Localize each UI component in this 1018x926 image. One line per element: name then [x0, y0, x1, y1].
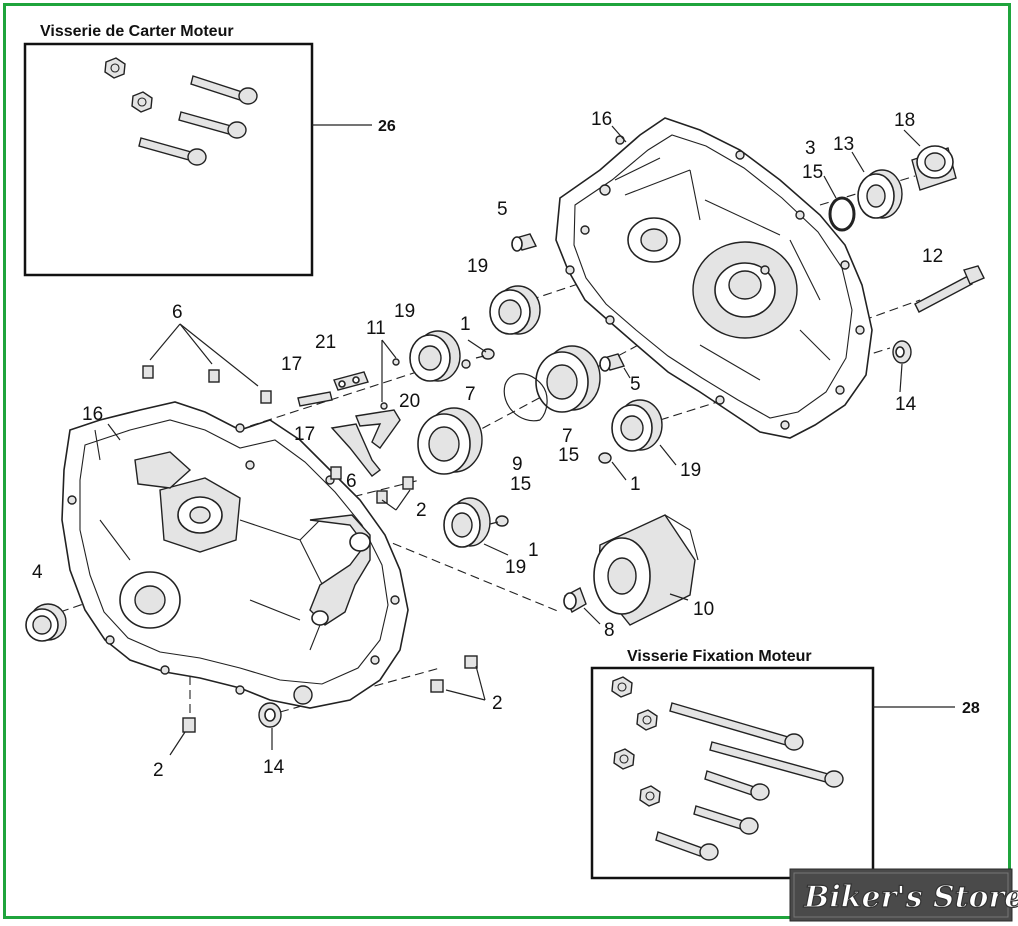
label-1-top: 1 — [460, 314, 471, 335]
diagram-frame — [3, 3, 1011, 919]
label-1-right: 1 — [630, 474, 641, 495]
label-7-right: 7 — [562, 426, 573, 447]
bearing — [489, 285, 541, 335]
hardware-box-fixation: Visserie Fixation Moteur 28 — [590, 648, 980, 880]
label-8: 8 — [604, 620, 615, 641]
label-15-bottom: 15 — [510, 474, 531, 495]
screw — [489, 515, 509, 527]
bearing — [611, 399, 663, 452]
screw — [461, 359, 471, 369]
dowel-pin — [511, 233, 538, 252]
label-17-bottom: 17 — [294, 424, 315, 445]
bolt-icon — [709, 741, 844, 788]
retaining-ring — [503, 373, 548, 422]
label-19-bottom: 19 — [505, 557, 526, 578]
dowel-pin — [430, 679, 444, 693]
leader-lines — [107, 125, 921, 756]
oil-pump-bracket — [330, 409, 401, 477]
nut-icon — [639, 785, 661, 807]
box-title-carter: Visserie de Carter Moteur — [40, 23, 234, 40]
label-7-left: 7 — [465, 384, 476, 405]
nut-icon — [611, 676, 633, 698]
part-labels: 16 3 13 18 15 5 12 19 6 21 11 19 1 17 20… — [32, 109, 943, 781]
label-2-bottom-left: 2 — [153, 760, 164, 781]
roller-bearing — [535, 345, 601, 413]
label-20: 20 — [399, 391, 420, 412]
washer — [892, 340, 912, 364]
long-bolt — [914, 265, 985, 313]
label-4: 4 — [32, 562, 43, 583]
label-14-right: 14 — [895, 394, 917, 415]
label-1-bottom: 1 — [528, 540, 539, 561]
label-15-middle: 15 — [558, 445, 579, 466]
label-19-left: 19 — [394, 301, 415, 322]
filter-nipple — [563, 587, 587, 613]
crankcase-right-half — [555, 117, 873, 439]
hardware-box-carter: Visserie de Carter Moteur 26 — [23, 23, 396, 277]
dowel-pin — [402, 476, 414, 490]
bushing — [911, 145, 957, 191]
label-13: 13 — [833, 134, 854, 155]
bolt-icon — [655, 831, 719, 861]
bolt-icon — [693, 805, 759, 835]
label-12: 12 — [922, 246, 943, 267]
screw — [380, 358, 400, 410]
crankcase-left-half — [61, 401, 409, 709]
label-19-top: 19 — [467, 256, 488, 277]
bolt-icon — [138, 137, 207, 166]
watermark-badge: Biker's Store — [789, 868, 1018, 922]
label-2-center: 2 — [416, 500, 427, 521]
label-11: 11 — [366, 318, 386, 339]
label-19-right: 19 — [680, 460, 701, 481]
screw — [475, 348, 495, 360]
label-5-middle: 5 — [630, 374, 641, 395]
label-15-top: 15 — [802, 162, 823, 183]
label-2-bottom-right: 2 — [492, 693, 503, 714]
bolt-icon — [669, 702, 804, 751]
dowel-pin — [376, 490, 388, 504]
washer — [258, 702, 282, 728]
pickup-tube — [297, 371, 369, 407]
bearing — [409, 330, 461, 382]
bolt-icon — [190, 75, 258, 105]
dowel-pin — [208, 369, 220, 383]
label-10: 10 — [693, 599, 714, 620]
label-18: 18 — [894, 110, 915, 131]
oil-seal — [857, 169, 903, 219]
screw — [598, 452, 612, 464]
box-ref-carter: 26 — [378, 118, 396, 135]
label-21: 21 — [315, 332, 336, 353]
dowel-pin — [599, 353, 626, 372]
nut-icon — [636, 709, 658, 731]
label-17-top: 17 — [281, 354, 302, 375]
label-6-top: 6 — [172, 302, 183, 323]
nut-icon — [131, 91, 153, 113]
dowel-pin — [260, 390, 272, 404]
bolt-icon — [178, 111, 247, 139]
dowel-pin — [330, 466, 342, 480]
box-title-fixation: Visserie Fixation Moteur — [627, 648, 812, 665]
dowel-pin — [464, 655, 478, 669]
label-16-left-case: 16 — [82, 404, 103, 425]
box-ref-fixation: 28 — [962, 700, 980, 717]
nut-icon — [613, 748, 635, 770]
watermark-text: Biker's Store — [803, 880, 1018, 915]
label-9: 9 — [512, 454, 523, 475]
oil-filter — [593, 514, 699, 626]
bolt-icon — [704, 770, 770, 801]
roller-bearing — [417, 407, 483, 475]
needle-bearing — [25, 603, 67, 642]
label-6-center: 6 — [346, 471, 357, 492]
o-ring — [828, 196, 856, 232]
label-16-right-case: 16 — [591, 109, 612, 130]
nut-icon — [104, 57, 126, 79]
label-3: 3 — [805, 138, 816, 159]
bearing — [443, 497, 491, 548]
label-14-bottom: 14 — [263, 757, 285, 778]
dowel-pin — [182, 717, 196, 733]
dowel-pin — [142, 365, 154, 379]
label-5-top: 5 — [497, 199, 508, 220]
